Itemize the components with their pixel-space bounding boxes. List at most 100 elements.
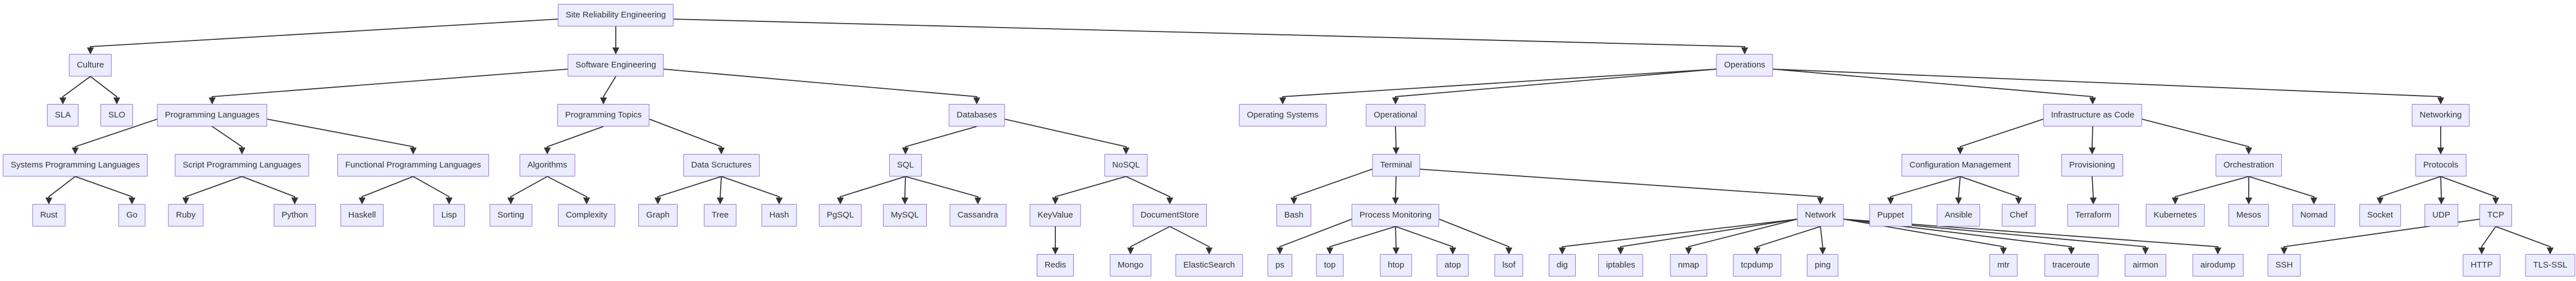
node-haskell: Haskell xyxy=(340,204,384,226)
node-iptables: iptables xyxy=(1598,254,1643,277)
node-documentstore: DocumentStore xyxy=(1132,204,1207,226)
node-hash: Hash xyxy=(761,204,797,226)
edge-programming-topics-to-data-structures xyxy=(649,119,725,155)
edge-operations-to-operating-systems xyxy=(1279,69,1717,105)
node-operational: Operational xyxy=(1366,104,1425,126)
edge-terminal-to-process-monitoring xyxy=(1392,176,1399,205)
edge-infrastructure-as-code-to-provisioning xyxy=(2088,126,2096,155)
edge-culture-to-sla xyxy=(59,76,91,105)
node-software-engineering: Software Engineering xyxy=(568,54,664,76)
edge-databases-to-sql xyxy=(902,126,977,155)
node-algorithms: Algorithms xyxy=(519,154,575,176)
node-chef: Chef xyxy=(2002,204,2035,226)
node-sorting: Sorting xyxy=(489,204,532,226)
node-tree: Tree xyxy=(703,204,737,226)
node-top: top xyxy=(1316,254,1344,277)
node-http: HTTP xyxy=(2463,254,2501,277)
node-ps: ps xyxy=(1268,254,1292,277)
node-tcpdump: tcpdump xyxy=(1733,254,1781,277)
node-nosql: NoSQL xyxy=(1104,154,1148,176)
edge-network-to-dig xyxy=(1558,219,1797,255)
node-mongo: Mongo xyxy=(1110,254,1151,277)
node-rust: Rust xyxy=(32,204,66,226)
edge-network-to-airodump xyxy=(1843,219,2222,255)
edge-network-to-iptables xyxy=(1617,219,1797,255)
edge-process-monitoring-to-lsof xyxy=(1439,219,1513,255)
edge-functional-programming-languages-to-haskell xyxy=(358,176,414,205)
node-traceroute: traceroute xyxy=(2044,254,2098,277)
node-python: Python xyxy=(273,204,316,226)
edge-sre-to-operations xyxy=(673,19,1749,55)
node-dig: dig xyxy=(1548,254,1576,277)
edge-operations-to-operational xyxy=(1392,69,1717,105)
edge-network-to-traceroute xyxy=(1843,219,2075,255)
edge-process-monitoring-to-atop xyxy=(1395,226,1457,255)
edge-data-structures-to-graph xyxy=(654,176,722,205)
edge-sql-to-pgsql xyxy=(836,176,906,205)
edge-documentstore-to-mongo xyxy=(1127,226,1170,255)
edge-tcp-to-http xyxy=(2478,226,2496,255)
edge-network-to-airmon xyxy=(1843,219,2149,255)
node-programming-languages: Programming Languages xyxy=(157,104,268,126)
node-process-monitoring: Process Monitoring xyxy=(1351,204,1440,226)
edge-terminal-to-network xyxy=(1420,169,1824,205)
node-cassandra: Cassandra xyxy=(949,204,1006,226)
edge-software-engineering-to-databases xyxy=(664,69,981,105)
node-operating-systems: Operating Systems xyxy=(1239,104,1326,126)
node-lisp: Lisp xyxy=(433,204,465,226)
node-socket: Socket xyxy=(2359,204,2401,226)
node-sql: SQL xyxy=(889,154,922,176)
edge-network-to-tcpdump xyxy=(1753,226,1821,255)
edge-process-monitoring-to-ps xyxy=(1276,219,1352,255)
edge-data-structures-to-tree xyxy=(716,176,724,205)
node-lsof: lsof xyxy=(1494,254,1523,277)
edge-programming-languages-to-systems-programming-languages xyxy=(71,119,158,155)
node-ansible: Ansible xyxy=(1937,204,1980,226)
edge-script-programming-languages-to-ruby xyxy=(182,176,242,205)
edge-programming-languages-to-functional-programming-languages xyxy=(267,119,417,155)
edge-terminal-to-bash xyxy=(1290,169,1372,205)
edge-programming-languages-to-script-programming-languages xyxy=(212,126,246,155)
edge-tcp-to-ssh xyxy=(2280,219,2480,255)
edge-configuration-management-to-ansible xyxy=(1955,176,1962,205)
node-bash: Bash xyxy=(1276,204,1312,226)
node-redis: Redis xyxy=(1036,254,1074,277)
node-ping: ping xyxy=(1806,254,1839,277)
node-puppet: Puppet xyxy=(1869,204,1912,226)
node-complexity: Complexity xyxy=(557,204,616,226)
edge-protocols-to-socket xyxy=(2376,176,2441,205)
node-sla: SLA xyxy=(47,104,79,126)
edge-operations-to-infrastructure-as-code xyxy=(1773,69,2097,105)
node-sre: Site Reliability Engineering xyxy=(557,4,674,26)
edge-provisioning-to-terraform xyxy=(2089,176,2097,205)
edge-sql-to-cassandra xyxy=(905,176,982,205)
edge-systems-programming-languages-to-go xyxy=(75,176,136,205)
node-slo: SLO xyxy=(100,104,134,126)
node-nmap: nmap xyxy=(1670,254,1707,277)
node-ssh: SSH xyxy=(2267,254,2301,277)
node-kubernetes: Kubernetes xyxy=(2145,204,2205,226)
edge-orchestration-to-kubernetes xyxy=(2171,176,2249,205)
node-atop: atop xyxy=(1436,254,1469,277)
edge-nosql-to-documentstore xyxy=(1125,176,1174,205)
edge-documentstore-to-elasticsearch xyxy=(1169,226,1213,255)
edge-sre-to-culture xyxy=(86,19,559,55)
node-protocols: Protocols xyxy=(2415,154,2467,176)
edge-functional-programming-languages-to-lisp xyxy=(413,176,453,205)
edge-software-engineering-to-programming-languages xyxy=(208,69,568,105)
node-keyvalue: KeyValue xyxy=(1030,204,1081,226)
node-programming-topics: Programming Topics xyxy=(557,104,650,126)
node-systems-programming-languages: Systems Programming Languages xyxy=(2,154,148,176)
node-tcp: TCP xyxy=(2479,204,2512,226)
edge-network-to-ping xyxy=(1819,226,1827,255)
edge-programming-topics-to-algorithms xyxy=(543,126,604,155)
node-operations: Operations xyxy=(1716,54,1773,76)
node-provisioning: Provisioning xyxy=(2061,154,2123,176)
node-infrastructure-as-code: Infrastructure as Code xyxy=(2043,104,2143,126)
node-functional-programming-languages: Functional Programming Languages xyxy=(337,154,489,176)
edge-process-monitoring-to-htop xyxy=(1392,226,1400,255)
node-data-structures: Data Scructures xyxy=(683,154,759,176)
node-go: Go xyxy=(118,204,146,226)
